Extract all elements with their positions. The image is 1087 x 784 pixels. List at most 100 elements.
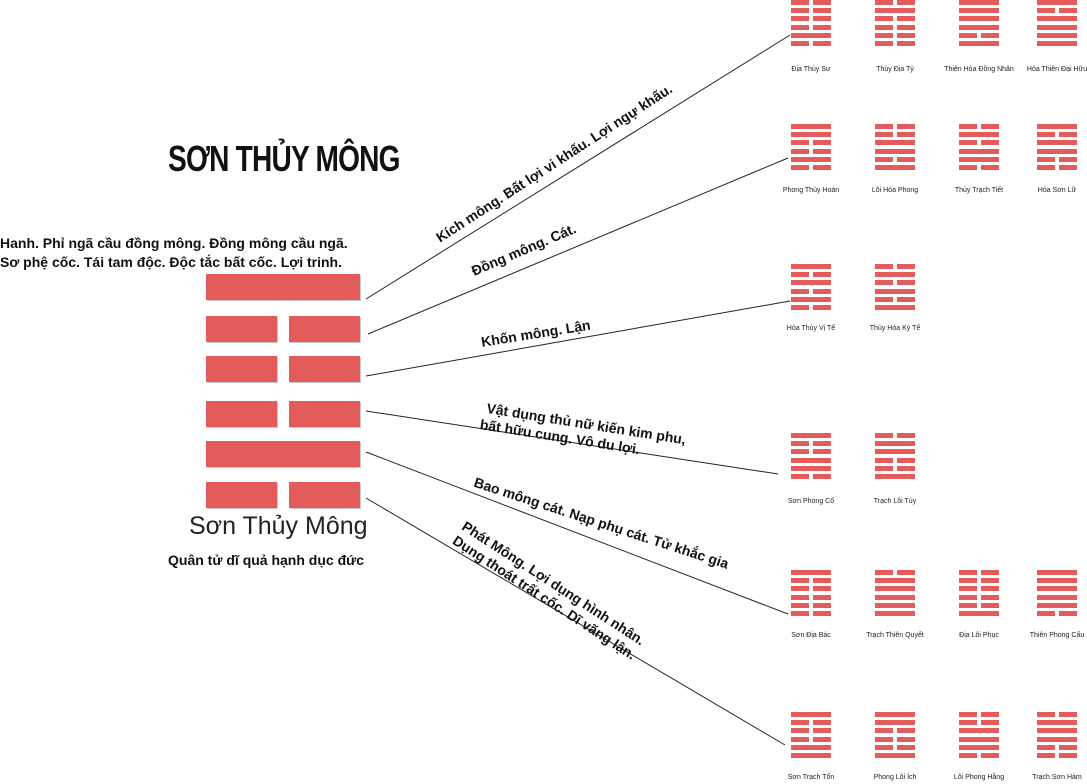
hexagram-line-broken	[981, 570, 999, 575]
hexagram-line-solid	[791, 712, 831, 717]
related-hexagram	[1037, 124, 1077, 173]
hexagram-line-solid	[875, 712, 915, 717]
judgment-line-1: Hanh. Phỉ ngã cầu đồng mông. Đồng mông c…	[0, 235, 348, 251]
related-hexagram-label: Địa Lôi Phục	[959, 632, 999, 639]
hexagram-line-broken	[897, 737, 915, 742]
hexagram-line-broken	[1037, 165, 1055, 170]
hexagram-line-broken	[981, 595, 999, 600]
hexagram-line-broken	[875, 124, 893, 129]
hexagram-line-solid	[791, 280, 831, 285]
hexagram-line-broken	[813, 289, 831, 294]
hexagram-line-solid	[1037, 149, 1077, 154]
hexagram-line-broken	[897, 280, 915, 285]
hexagram-line-broken	[959, 720, 977, 725]
related-hexagram	[875, 712, 915, 761]
hexagram-line-broken	[981, 720, 999, 725]
hexagram-line-solid	[1037, 737, 1077, 742]
hexagram-line-broken	[813, 0, 831, 5]
related-hexagram-label: Trạch Lôi Tùy	[873, 498, 917, 505]
hexagram-line-solid	[959, 0, 999, 5]
hexagram-line-broken	[1059, 132, 1077, 137]
hexagram-line-broken	[897, 0, 915, 5]
related-hexagram-label: Phong Lôi Ích	[873, 774, 917, 781]
hexagram-line-broken	[959, 165, 977, 170]
hexagram-line-broken	[875, 570, 893, 575]
related-hexagram-label: Lôi Phong Hằng	[953, 774, 1005, 781]
hexagram-line-solid	[791, 458, 831, 463]
image-text: Quân tử dĩ quả hạnh dục đức	[168, 552, 365, 568]
hexagram-line-broken	[1037, 753, 1055, 758]
hexagram-line-broken	[791, 449, 809, 454]
hexagram-line-broken	[813, 611, 831, 616]
related-hexagram	[959, 570, 999, 619]
hexagram-line-broken	[875, 41, 893, 46]
hexagram-line-broken	[897, 433, 915, 438]
hexagram-line-broken	[813, 441, 831, 446]
hexagram-line-broken	[791, 305, 809, 310]
hexagram-line-broken	[897, 570, 915, 575]
related-hexagram	[791, 0, 831, 49]
hexagram-line-broken	[813, 578, 831, 583]
hexagram-line-solid	[875, 289, 915, 294]
hexagram-line-broken	[791, 720, 809, 725]
connector-line	[365, 410, 779, 475]
hexagram-line-broken	[897, 16, 915, 21]
hexagram-line-solid	[959, 41, 999, 46]
hexagram-line-broken	[897, 124, 915, 129]
hexagram-line-broken	[791, 441, 809, 446]
hexagram-line-broken	[897, 297, 915, 302]
hexagram-line-solid	[791, 124, 831, 129]
hexagram-line-broken	[875, 33, 893, 38]
hexagram-line-solid	[1037, 25, 1077, 30]
hexagram-line-broken	[897, 41, 915, 46]
hexagram-line-broken	[813, 149, 831, 154]
hexagram-line-solid	[875, 603, 915, 608]
hexagram-line-solid	[875, 611, 915, 616]
related-hexagram-label: Sơn Địa Bác	[791, 632, 831, 639]
related-hexagram-label: Sơn Phong Cổ	[787, 498, 835, 505]
hexagram-line-solid	[1037, 16, 1077, 21]
hexagram-line-broken	[959, 586, 977, 591]
related-hexagram	[875, 433, 915, 482]
hexagram-line-broken	[875, 264, 893, 269]
hexagram-line-broken	[897, 458, 915, 463]
related-hexagram	[959, 124, 999, 173]
hexagram-line-broken	[981, 578, 999, 583]
hexagram-line-solid	[791, 264, 831, 269]
hexagram-line-broken	[206, 356, 277, 382]
hexagram-line-broken	[875, 745, 893, 750]
hexagram-line-solid	[1037, 728, 1077, 733]
hexagram-line-broken	[813, 449, 831, 454]
hexagram-line-solid	[1037, 140, 1077, 145]
related-hexagram-label: Thiên Hỏa Đồng Nhân	[944, 66, 1014, 73]
hexagram-line-broken	[959, 595, 977, 600]
hexagram-line-broken	[1059, 753, 1077, 758]
hexagram-line-solid	[791, 570, 831, 575]
hexagram-name: Sơn Thủy Mông	[189, 512, 368, 540]
hexagram-line-broken	[791, 611, 809, 616]
hexagram-line-broken	[791, 165, 809, 170]
hexagram-line-solid	[875, 441, 915, 446]
related-hexagram	[791, 264, 831, 313]
hexagram-line-broken	[897, 157, 915, 162]
hexagram-line-broken	[897, 132, 915, 137]
hexagram-line-broken	[791, 474, 809, 479]
hexagram-line-broken	[875, 16, 893, 21]
hexagram-line-broken	[959, 712, 977, 717]
judgment-text: Hanh. Phỉ ngã cầu đồng mông. Đồng mông c…	[0, 234, 348, 272]
hexagram-line-broken	[1037, 745, 1055, 750]
hexagram-line-solid	[1037, 603, 1077, 608]
hexagram-line-broken	[791, 595, 809, 600]
hexagram-line-broken	[791, 0, 809, 5]
related-hexagram-label: Địa Thủy Sư	[791, 66, 831, 73]
related-hexagram-label: Thủy Hỏa Ký Tế	[869, 325, 921, 332]
hexagram-line-solid	[791, 433, 831, 438]
related-hexagram	[875, 264, 915, 313]
hexagram-line-broken	[813, 41, 831, 46]
hexagram-line-broken	[875, 0, 893, 5]
hexagram-line-broken	[813, 586, 831, 591]
hexagram-line-solid	[1037, 578, 1077, 583]
hexagram-line-broken	[791, 16, 809, 21]
